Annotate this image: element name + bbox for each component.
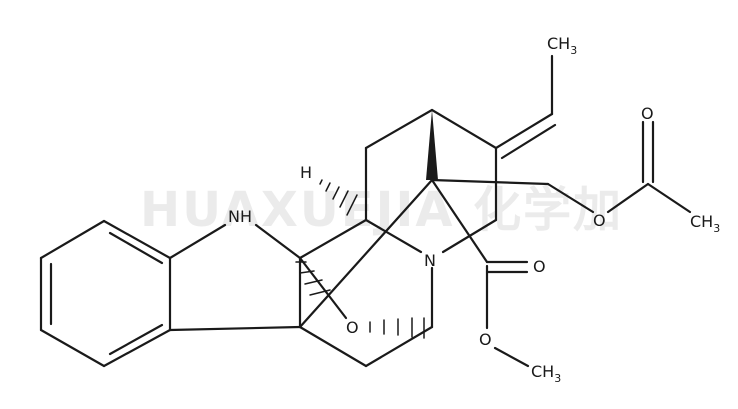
- bond: [168, 325, 302, 332]
- atom-labels: NH H N O O O O O CH3 CH3 CH3: [228, 34, 720, 385]
- methyl-ester-group: [485, 260, 530, 368]
- double-bond-inner: [500, 123, 557, 160]
- wedge-bonds: [295, 110, 438, 339]
- ethylidene-group: [494, 54, 557, 160]
- atom-ch3-methoxy: CH3: [531, 362, 561, 385]
- bond: [364, 325, 434, 368]
- bond-c-n: [364, 218, 423, 254]
- atom-o-acetyl-ether: O: [593, 211, 606, 230]
- benzene-ring: [39, 219, 172, 368]
- bond: [102, 219, 172, 260]
- atom-ch3-acetyl: CH3: [690, 212, 720, 235]
- atom-o-bridge: O: [346, 318, 359, 337]
- bond-ch2-o: [546, 182, 595, 214]
- double-bond-outer: [494, 112, 554, 150]
- bond-o-ch3: [493, 346, 530, 368]
- atom-n: N: [424, 251, 436, 270]
- bond-c-ch3: [646, 182, 692, 214]
- atom-o-carbonyl-ester: O: [533, 257, 546, 276]
- atom-o-acetyl-carbonyl: O: [641, 104, 654, 123]
- double-bond-inner: [108, 231, 164, 265]
- atom-o-ester: O: [479, 330, 492, 349]
- hashed-wedge-c-o: [295, 261, 331, 296]
- core-bonds: [168, 108, 550, 368]
- bond-c-o: [298, 256, 348, 320]
- wedge-bond-bold: [426, 110, 438, 180]
- bond-c-ester: [430, 178, 489, 264]
- atom-h: H: [300, 163, 312, 182]
- bond: [298, 218, 368, 260]
- acetoxymethyl-group: [546, 120, 692, 214]
- bridge-bond: [298, 178, 434, 329]
- bond: [430, 108, 498, 150]
- bond: [39, 328, 106, 368]
- bond: [39, 219, 106, 260]
- bond-o-c: [606, 182, 650, 214]
- atom-nh: NH: [228, 207, 252, 226]
- bond: [298, 325, 368, 368]
- atom-ch3-top: CH3: [547, 34, 577, 57]
- hashed-wedge-h: [319, 179, 358, 216]
- hashed-wedge-o-c: [369, 317, 425, 339]
- bond-c-nh: [168, 223, 227, 260]
- bond: [364, 108, 434, 150]
- bond-nh-c: [254, 223, 302, 260]
- bond: [102, 328, 172, 368]
- double-bond-inner: [108, 323, 164, 356]
- bond: [430, 178, 550, 186]
